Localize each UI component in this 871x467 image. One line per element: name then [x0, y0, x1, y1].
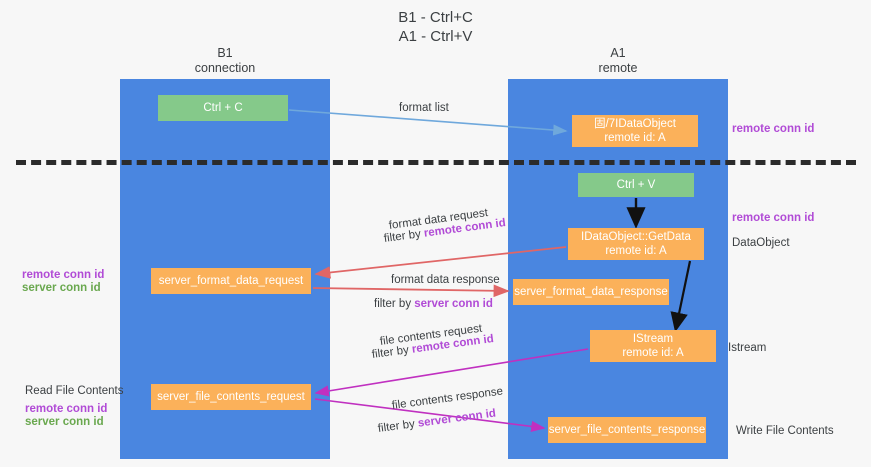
node-server-file-contents-request-label: server_file_contents_request: [157, 391, 305, 403]
page-title: B1 - Ctrl+C A1 - Ctrl+V: [0, 8, 871, 46]
annotation-dataobject: DataObject: [732, 237, 790, 249]
annotation-right-remote-conn-id-top: remote conn id: [732, 123, 815, 135]
node-ctrl-v-label: Ctrl + V: [616, 179, 656, 191]
filter-key-server-conn-id: server conn id: [417, 407, 497, 430]
lane-header-b1: B1 connection: [120, 46, 330, 76]
node-server-format-data-response[interactable]: server_format_data_response: [513, 279, 669, 305]
node-server-file-contents-request[interactable]: server_file_contents_request: [151, 384, 311, 410]
filter-prefix: filter by: [377, 417, 419, 435]
node-idataobject[interactable]: 固/7IDataObject remote id: A: [572, 115, 698, 147]
node-ctrl-c-label: Ctrl + C: [203, 102, 243, 114]
node-istream-line2: remote id: A: [622, 347, 684, 359]
node-server-file-contents-response-label: server_file_contents_response: [548, 424, 706, 436]
lane-header-a1: A1 remote: [508, 46, 728, 76]
node-idataobject-line1: 固/7IDataObject: [594, 118, 676, 130]
node-istream[interactable]: IStream remote id: A: [590, 330, 716, 362]
annotation-left-remote-conn-id-bottom: remote conn id: [25, 403, 108, 415]
node-server-format-data-request-label: server_format_data_request: [158, 275, 304, 287]
node-ctrl-c[interactable]: Ctrl + C: [158, 95, 288, 121]
filter-key-server-conn-id: server conn id: [414, 298, 493, 310]
title-line-1: B1 - Ctrl+C: [398, 9, 473, 26]
annotation-istream: Istream: [728, 342, 767, 354]
annotation-right-remote-conn-id-mid: remote conn id: [732, 212, 815, 224]
annotation-left-server-conn-id-mid: server conn id: [22, 282, 101, 294]
node-istream-line1: IStream: [632, 333, 674, 345]
lane-header-a1-subtitle: remote: [598, 61, 638, 75]
node-getdata-line2: remote id: A: [605, 245, 667, 257]
section-divider: [16, 160, 856, 165]
lane-header-b1-subtitle: connection: [194, 61, 256, 75]
label-format-data-response-filter: filter by server conn id: [374, 297, 493, 311]
node-ctrl-v[interactable]: Ctrl + V: [578, 173, 694, 197]
node-server-file-contents-response[interactable]: server_file_contents_response: [548, 417, 706, 443]
annotation-left-remote-conn-id-mid: remote conn id: [22, 269, 105, 281]
lane-header-b1-title: B1: [217, 46, 233, 60]
filter-prefix: filter by: [383, 227, 425, 245]
filter-prefix: filter by: [371, 343, 413, 361]
lane-header-a1-title: A1: [610, 46, 626, 60]
node-getdata-line1: IDataObject::GetData: [581, 231, 691, 243]
arrow-format-data-response: [312, 284, 510, 298]
filter-prefix: filter by: [374, 298, 415, 310]
node-idataobject-getdata[interactable]: IDataObject::GetData remote id: A: [568, 228, 704, 260]
annotation-read-file-contents: Read File Contents: [25, 385, 124, 397]
node-idataobject-line2: remote id: A: [604, 132, 666, 144]
label-format-data-response: format data response: [391, 274, 500, 286]
label-format-list: format list: [399, 102, 449, 114]
title-line-2: A1 - Ctrl+V: [398, 28, 473, 45]
annotation-write-file-contents: Write File Contents: [736, 425, 834, 437]
annotation-left-server-conn-id-bottom: server conn id: [25, 416, 104, 428]
node-server-format-data-request[interactable]: server_format_data_request: [151, 268, 311, 294]
node-server-format-data-response-label: server_format_data_response: [514, 286, 668, 298]
